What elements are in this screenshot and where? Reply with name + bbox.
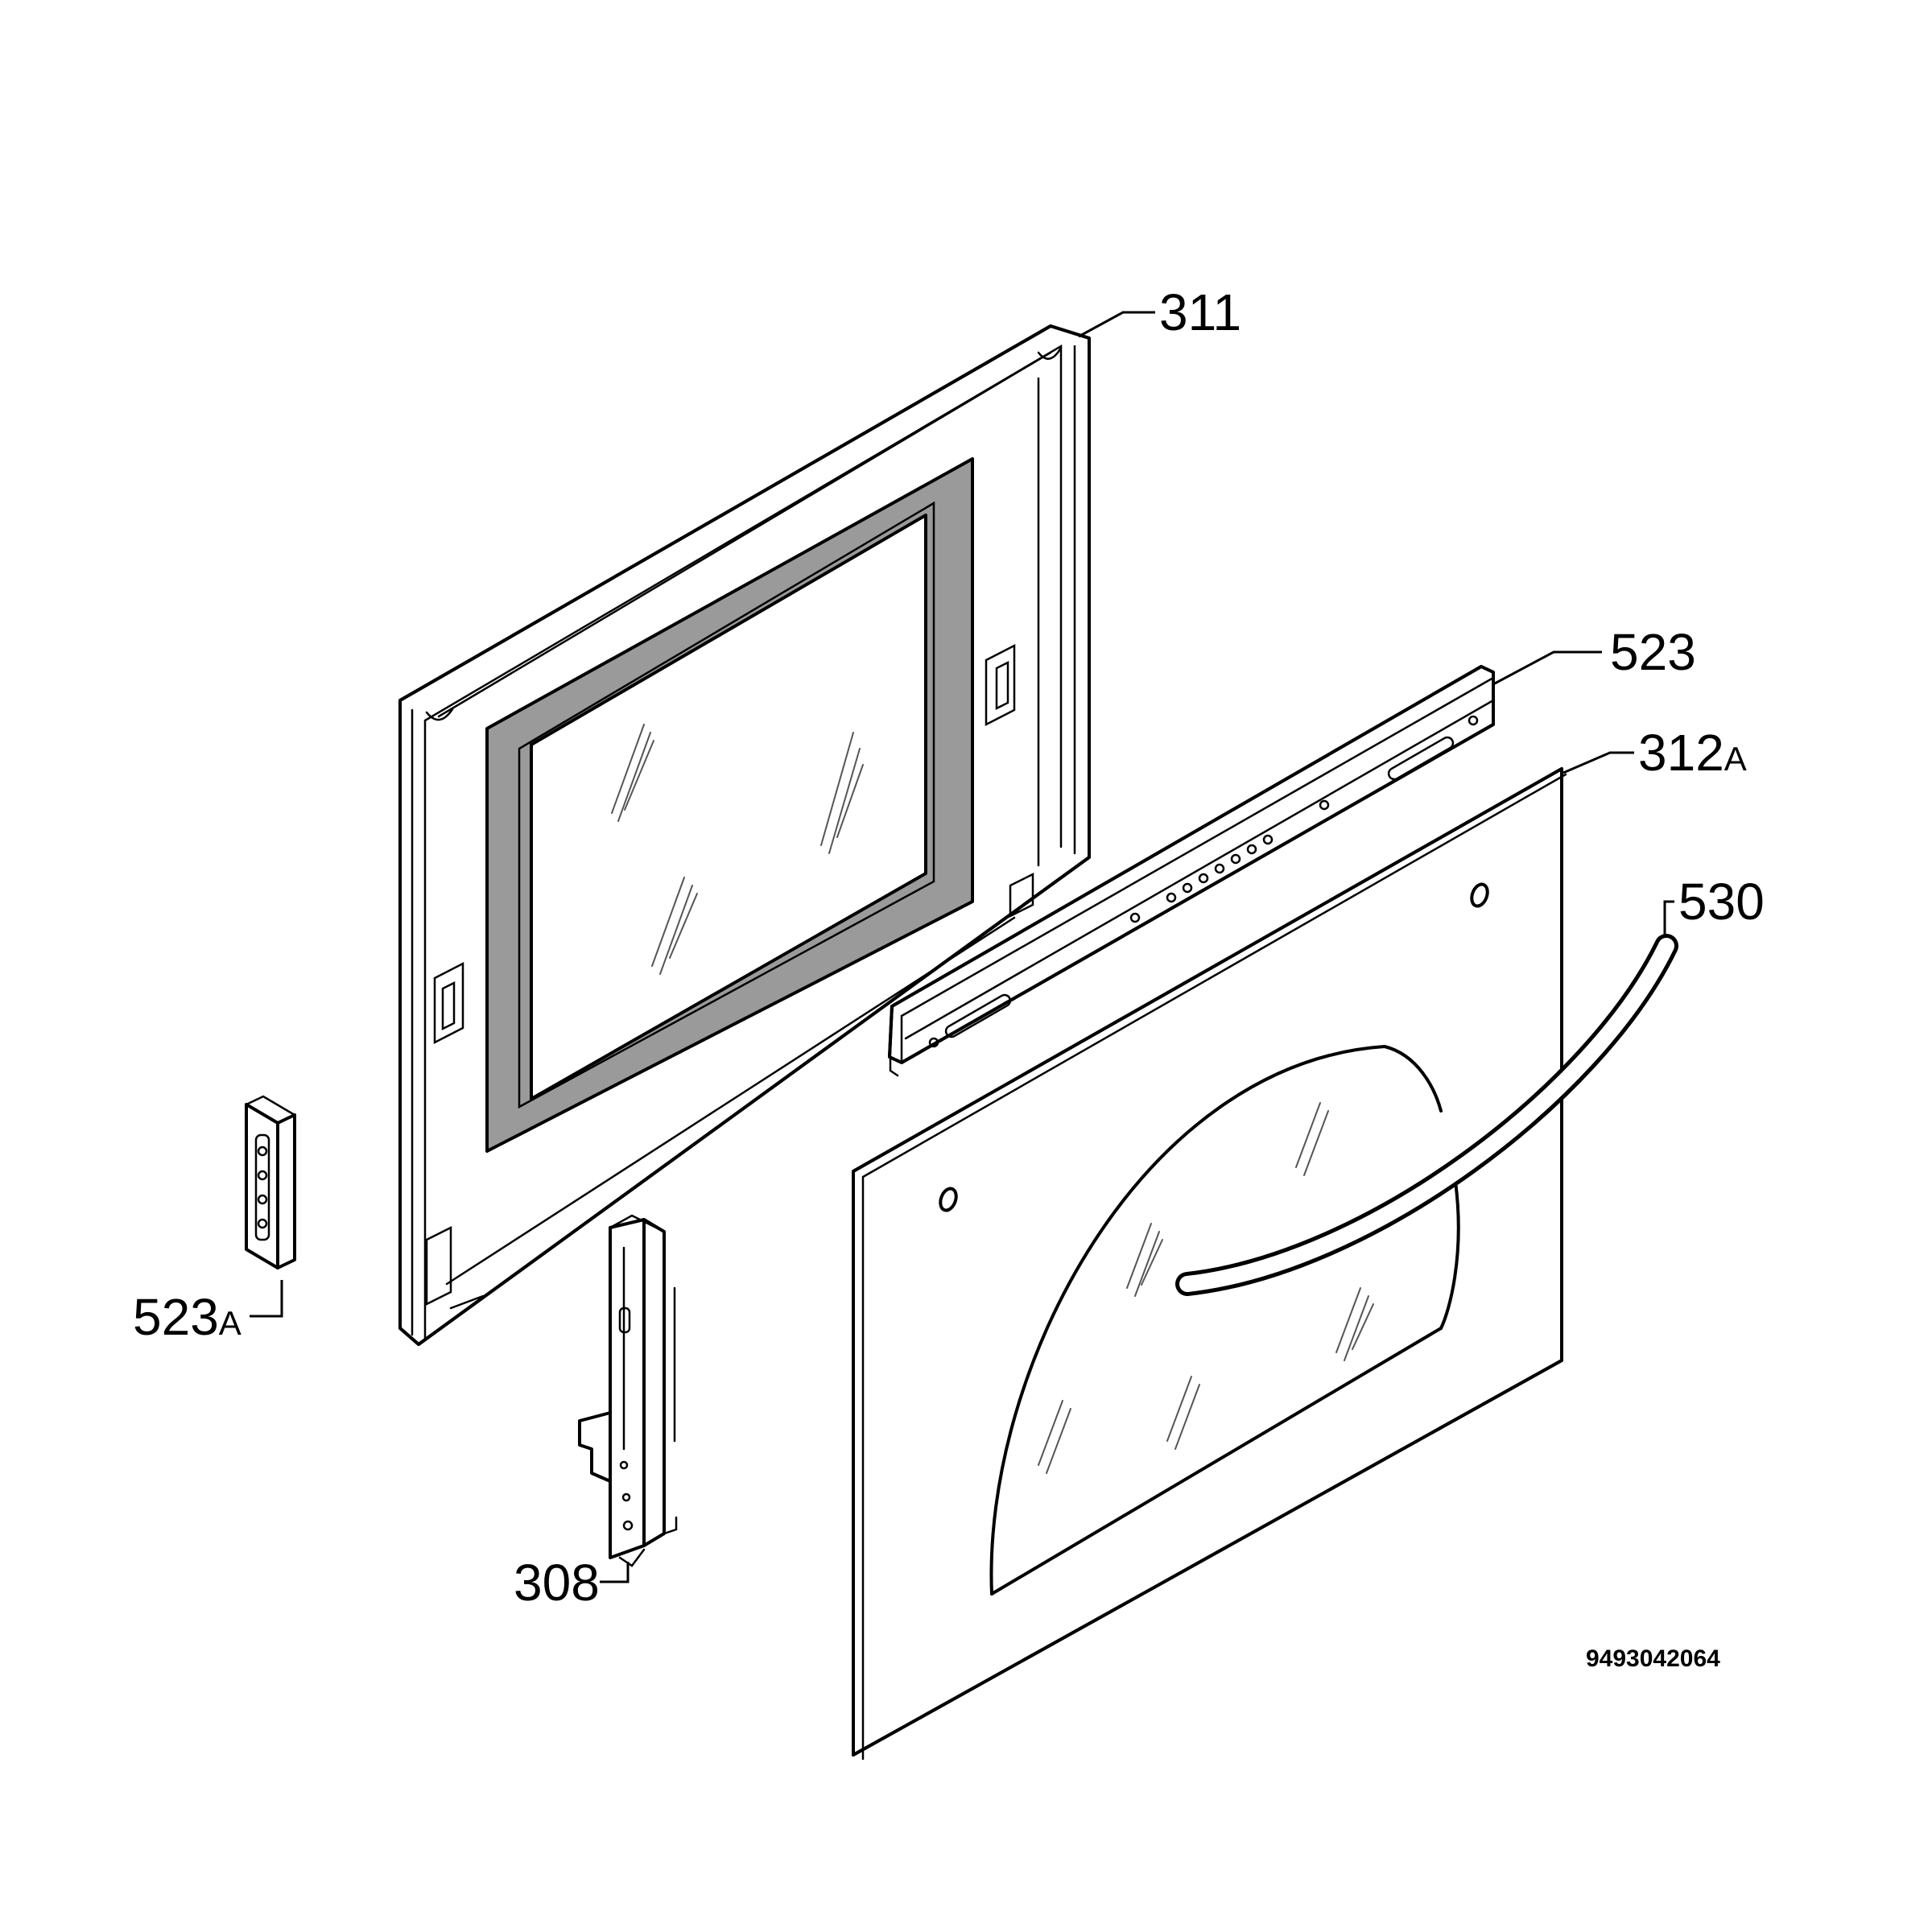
leader-lines	[250, 311, 1674, 1583]
inner-door-frame-311	[398, 324, 1091, 1346]
door-rail-523	[888, 665, 1495, 1077]
callout-312A: 312A	[1638, 724, 1747, 782]
callout-530: 530	[1678, 873, 1765, 931]
callout-523A: 523A	[133, 1288, 242, 1346]
outer-glass-panel-312A	[852, 767, 1567, 1761]
end-cap-523A	[245, 1095, 296, 1269]
callout-311: 311	[1159, 283, 1241, 341]
door-handle-530	[1175, 934, 1678, 1296]
callout-308: 308	[514, 1554, 600, 1612]
hinge-308	[578, 1214, 678, 1567]
callout-523: 523	[1610, 623, 1696, 681]
drawing-number: 9493042064	[1586, 1645, 1720, 1672]
